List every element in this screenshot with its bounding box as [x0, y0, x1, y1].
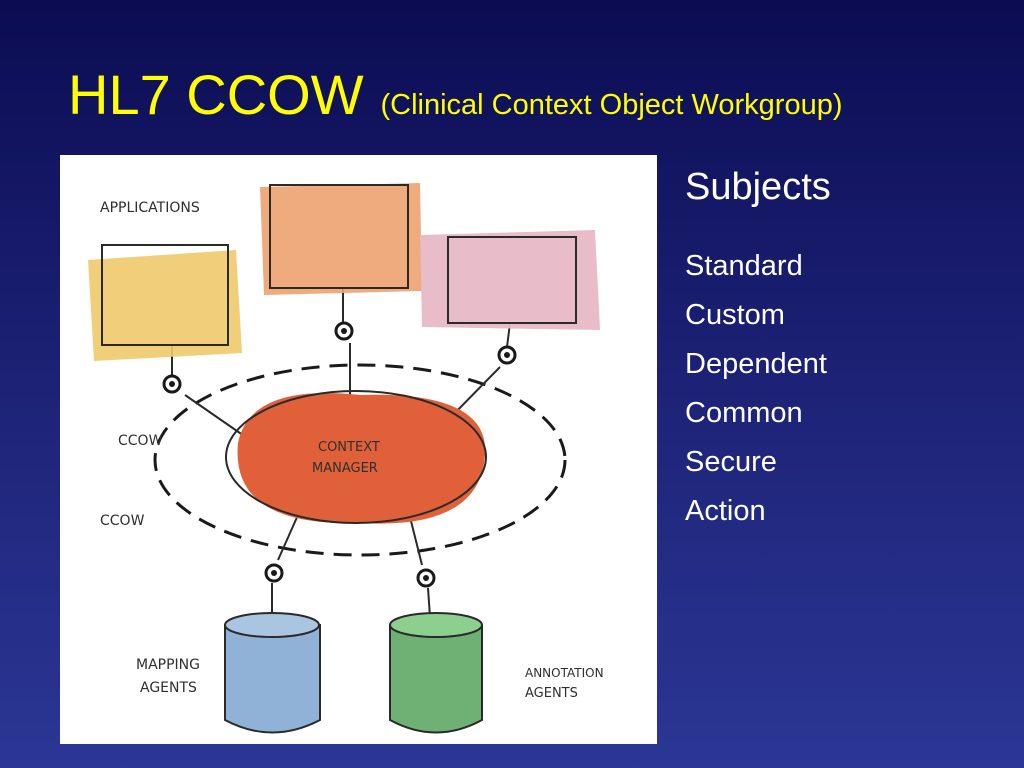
subject-item: Dependent: [685, 348, 827, 380]
connector-cm-mapping: [277, 514, 299, 561]
context-manager-wash: [237, 393, 486, 524]
title-main: HL7 CCOW: [68, 63, 364, 126]
application-box-left: [101, 244, 229, 346]
connector-cm-annotation: [409, 516, 423, 566]
app-left-wash: [88, 250, 242, 361]
application-box-right: [447, 236, 577, 324]
label-context-manager-1: CONTEXT: [318, 440, 380, 455]
label-ccow-bottom: CCOW: [100, 513, 145, 529]
label-annotation-2: AGENTS: [525, 686, 578, 701]
subject-item: Custom: [685, 299, 785, 331]
subject-item: Common: [685, 397, 803, 429]
subject-item: Action: [685, 495, 766, 527]
ccow-architecture-diagram: APPLICATIONS CCOW CCOW CONTEXT MANAGER M…: [60, 155, 657, 744]
context-manager-outline: [225, 390, 487, 524]
label-applications: APPLICATIONS: [100, 200, 200, 216]
label-context-manager-2: MANAGER: [312, 461, 378, 476]
ccow-boundary-ring: [153, 363, 567, 557]
title-subtitle: (Clinical Context Object Workgroup): [380, 89, 843, 121]
app-right-wash: [420, 230, 600, 330]
connector-left-app-cm: [184, 394, 251, 441]
annotation-agents-cylinder: [389, 612, 483, 734]
subjects-heading: Subjects: [685, 166, 831, 208]
subjects-list: Standard Custom Dependent Common Secure …: [685, 242, 831, 536]
label-mapping-1: MAPPING: [136, 657, 200, 673]
subject-item: Standard: [685, 250, 803, 282]
subject-item: Secure: [685, 446, 777, 478]
mapping-agents-cylinder: [224, 612, 321, 734]
subjects-panel: Subjects Standard Custom Dependent Commo…: [685, 162, 831, 536]
slide-title: HL7 CCOW (Clinical Context Object Workgr…: [68, 62, 843, 127]
label-mapping-2: AGENTS: [140, 680, 197, 696]
label-annotation-1: ANNOTATION: [525, 666, 604, 680]
application-box-center: [269, 184, 409, 289]
app-center-wash: [260, 183, 422, 295]
label-ccow-top: CCOW: [118, 433, 163, 449]
